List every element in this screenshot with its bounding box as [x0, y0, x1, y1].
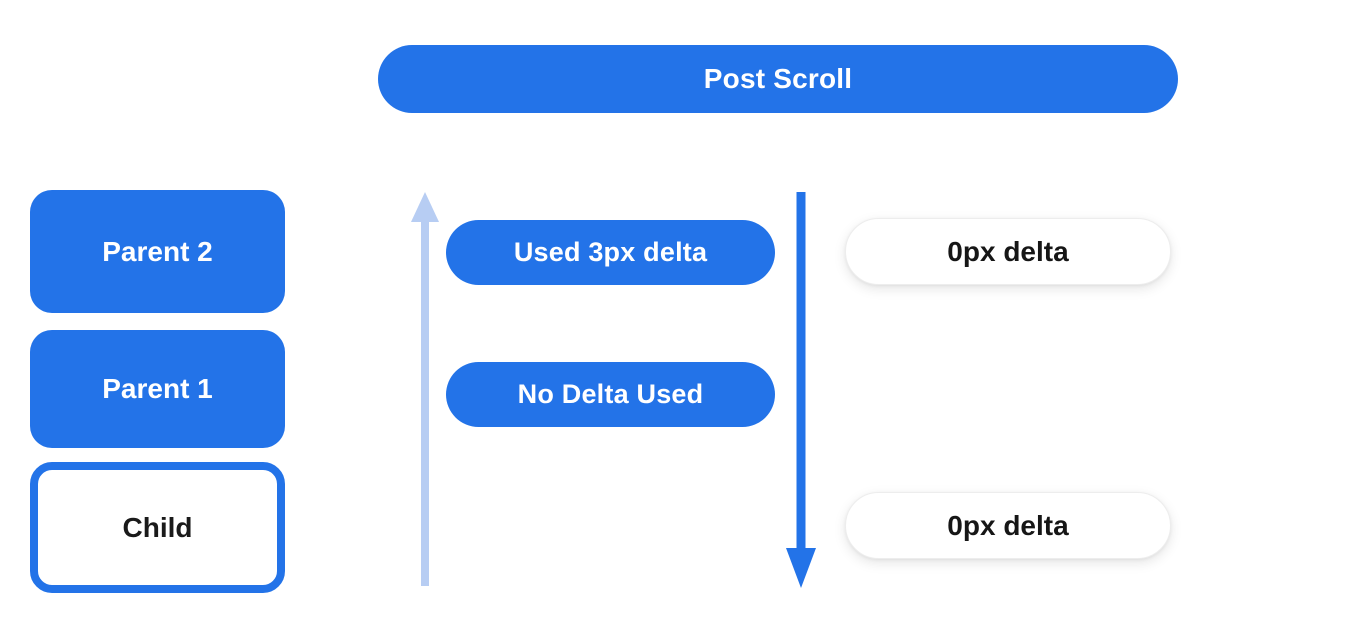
child-box: Child	[30, 462, 285, 593]
zero-delta-pill-top: 0px delta	[845, 218, 1171, 285]
used-delta-pill: Used 3px delta	[446, 220, 775, 285]
zero-delta-pill-bottom: 0px delta	[845, 492, 1171, 559]
down-arrow-icon	[786, 192, 816, 588]
parent1-box: Parent 1	[30, 330, 285, 448]
post-scroll-header: Post Scroll	[378, 45, 1178, 113]
no-delta-used-pill: No Delta Used	[446, 362, 775, 427]
up-arrow-icon	[411, 192, 439, 586]
parent2-box: Parent 2	[30, 190, 285, 313]
